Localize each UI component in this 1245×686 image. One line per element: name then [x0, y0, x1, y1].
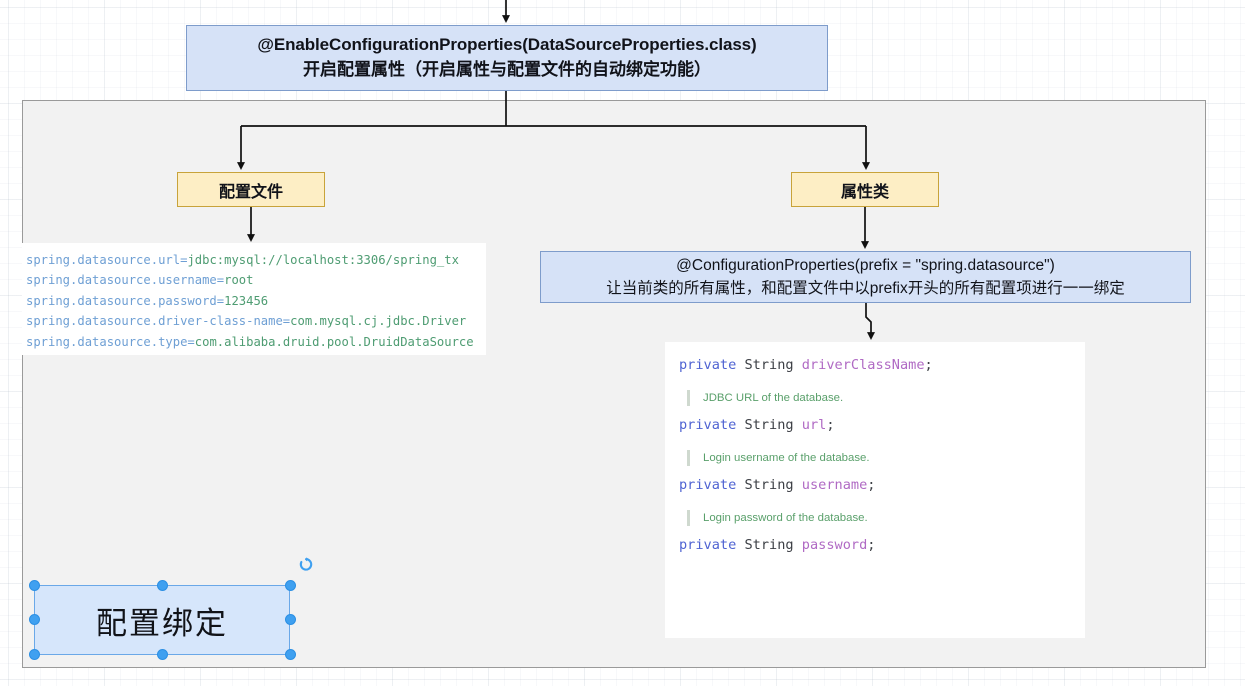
code-doc-comment: Login username of the database.: [687, 450, 1085, 466]
code-type: String: [744, 417, 794, 433]
property-key: spring.datasource.driver-class-name=: [26, 314, 291, 329]
rotate-icon[interactable]: [298, 557, 314, 573]
code-field-declaration: private String username;: [679, 472, 1085, 498]
code-identifier: password: [801, 537, 868, 553]
code-field-declaration: private String url;: [679, 412, 1085, 438]
resize-handle-nw[interactable]: [29, 580, 40, 591]
node-configuration-properties[interactable]: @ConfigurationProperties(prefix = "sprin…: [540, 251, 1191, 303]
code-identifier: username: [801, 477, 868, 493]
properties-file-snippet[interactable]: spring.datasource.url=jdbc:mysql://local…: [22, 243, 486, 355]
node-branch-config-file[interactable]: 配置文件: [177, 172, 325, 207]
property-value: com.alibaba.druid.pool.DruidDataSource: [194, 334, 474, 349]
properties-line: spring.datasource.driver-class-name=com.…: [26, 311, 486, 331]
code-identifier: url: [801, 417, 827, 433]
property-value: jdbc:mysql://localhost:3306/spring_tx: [187, 253, 459, 267]
node-enable-configuration-properties[interactable]: @EnableConfigurationProperties(DataSourc…: [186, 25, 828, 91]
property-key: spring.datasource.password=: [26, 293, 225, 308]
property-value: com.mysql.cj.jdbc.Driver: [290, 314, 467, 329]
code-keyword: private: [679, 537, 737, 553]
confprops-line2: 让当前类的所有属性，和配置文件中以prefix开头的所有配置项进行一一绑定: [606, 280, 1125, 297]
property-value: root: [224, 273, 254, 288]
resize-handle-w[interactable]: [29, 614, 40, 625]
branch-left-label: 配置文件: [218, 183, 283, 201]
code-type: String: [744, 357, 794, 373]
java-code-snippet[interactable]: private String driverClassName; JDBC URL…: [665, 342, 1085, 638]
code-field-declaration: private String driverClassName;: [679, 352, 1085, 378]
resize-handle-sw[interactable]: [29, 649, 40, 660]
property-key: spring.datasource.type=: [26, 334, 195, 349]
code-doc-comment: JDBC URL of the database.: [687, 390, 1085, 406]
enable-node-line2: 开启配置属性（开启属性与配置文件的自动绑定功能）: [303, 60, 711, 79]
confprops-line1: @ConfigurationProperties(prefix = "sprin…: [676, 256, 1055, 274]
code-terminator: ;: [867, 537, 876, 553]
resize-handle-s[interactable]: [157, 649, 168, 660]
code-keyword: private: [679, 417, 737, 433]
properties-line: spring.datasource.password=123456: [26, 291, 486, 311]
properties-line: spring.datasource.username=root: [26, 270, 486, 290]
code-terminator: ;: [924, 357, 933, 373]
code-keyword: private: [679, 477, 737, 493]
code-keyword: private: [679, 357, 737, 373]
enable-node-line1: @EnableConfigurationProperties(DataSourc…: [257, 35, 757, 55]
code-identifier: driverClassName: [801, 357, 925, 373]
code-doc-comment: Login password of the database.: [687, 510, 1085, 526]
resize-handle-e[interactable]: [285, 614, 296, 625]
branch-right-label: 属性类: [840, 183, 889, 201]
selected-shape-config-binding[interactable]: 配置绑定: [34, 585, 290, 655]
properties-line: spring.datasource.url=jdbc:mysql://local…: [26, 250, 486, 270]
code-type: String: [744, 537, 794, 553]
resize-handle-se[interactable]: [285, 649, 296, 660]
node-branch-properties-class[interactable]: 属性类: [791, 172, 939, 207]
property-key: spring.datasource.url=: [26, 253, 188, 267]
code-type: String: [744, 477, 794, 493]
resize-handle-n[interactable]: [157, 580, 168, 591]
property-value: 123456: [224, 293, 269, 308]
code-terminator: ;: [867, 477, 876, 493]
properties-line: spring.datasource.type=com.alibaba.druid…: [26, 332, 486, 352]
resize-handle-ne[interactable]: [285, 580, 296, 591]
code-field-declaration: private String password;: [679, 532, 1085, 558]
property-key: spring.datasource.username=: [26, 273, 225, 288]
code-terminator: ;: [826, 417, 835, 433]
selected-shape-label: 配置绑定: [96, 605, 228, 641]
